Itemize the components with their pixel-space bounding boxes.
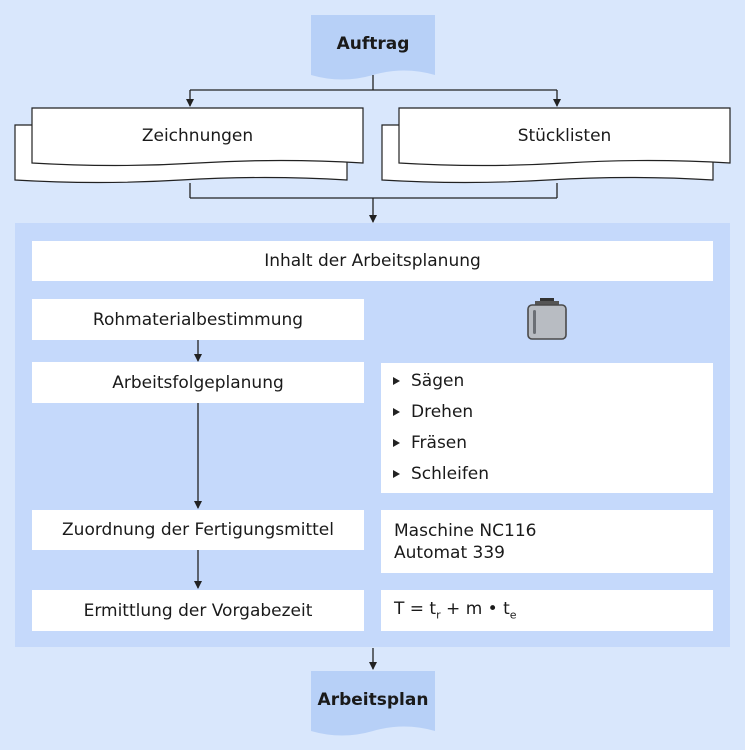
bullet-arrow-icon <box>393 408 400 416</box>
list-item: Schleifen <box>381 463 489 485</box>
drawings-document-stack <box>14 107 364 184</box>
time-formula: T = tr + m • te <box>394 599 517 622</box>
parts-lists-label: Stücklisten <box>517 126 612 146</box>
start-terminal-shape <box>311 15 435 80</box>
bullet-arrow-icon <box>393 470 400 478</box>
bullet-arrow-icon <box>393 439 400 447</box>
machines-box: Maschine NC116 Automat 339 <box>381 510 713 573</box>
panel-title: Inhalt der Arbeitsplanung <box>32 241 713 281</box>
end-node-label: Arbeitsplan <box>317 690 429 710</box>
machine-item: Maschine NC116 <box>394 520 537 541</box>
parts-lists-document-stack <box>381 107 731 184</box>
list-item: Drehen <box>381 401 473 423</box>
end-terminal-shape <box>311 671 435 736</box>
formula-box: T = tr + m • te <box>381 590 713 631</box>
list-item: Sägen <box>381 370 464 392</box>
machine-item: Automat 339 <box>394 542 505 563</box>
material-block-icon <box>527 298 567 340</box>
step-standard-time: Ermittlung der Vorgabezeit <box>32 590 364 631</box>
start-node-label: Auftrag <box>336 34 410 54</box>
list-item: Fräsen <box>381 432 467 454</box>
step-raw-material: Rohmaterialbestimmung <box>32 299 364 340</box>
drawings-label: Zeichnungen <box>141 126 254 146</box>
operations-list: Sägen Drehen Fräsen Schleifen <box>381 363 713 493</box>
step-equipment-assignment: Zuordnung der Fertigungsmittel <box>32 510 364 550</box>
bullet-arrow-icon <box>393 377 400 385</box>
step-operation-planning: Arbeitsfolgeplanung <box>32 362 364 403</box>
